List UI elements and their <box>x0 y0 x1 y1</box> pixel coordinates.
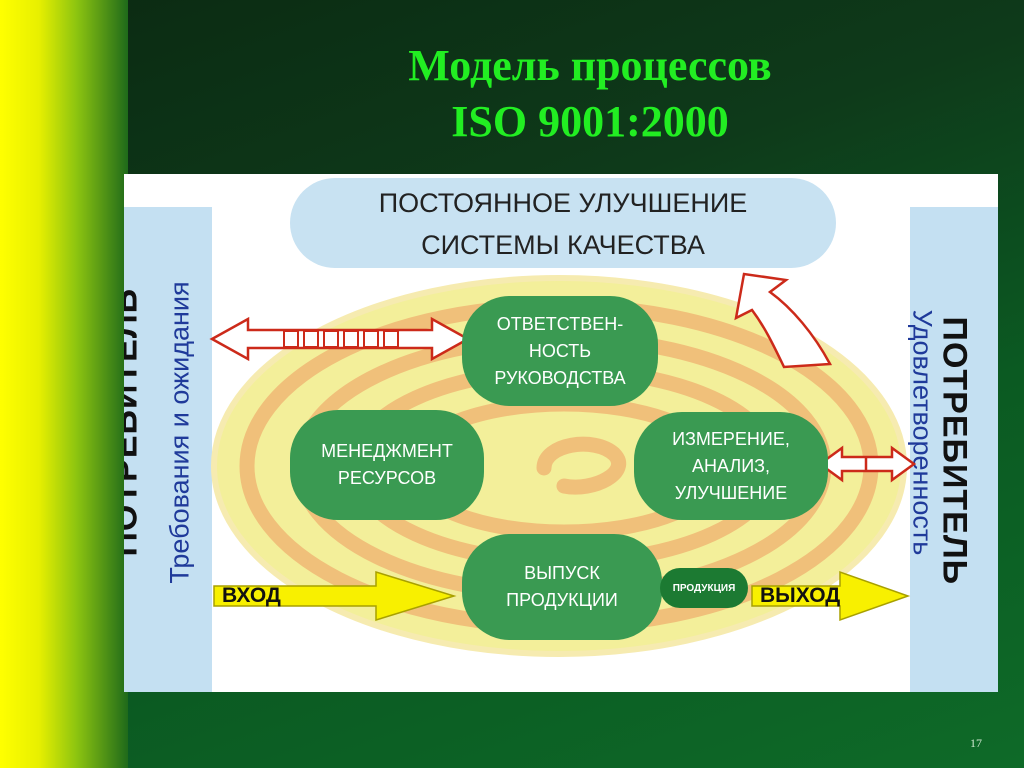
cloud-line-1: ПОСТОЯННОЕ УЛУЧШЕНИЕ <box>378 188 748 218</box>
title-line-1: Модель процессов <box>408 41 772 90</box>
continuous-improvement-cloud <box>290 178 836 268</box>
satisfaction-double-arrow <box>817 445 917 483</box>
continuous-improvement-text: ПОСТОЯННОЕ УЛУЧШЕНИЕ СИСТЕМЫ КАЧЕСТВА <box>290 178 836 266</box>
right-customer-panel: ПОТРЕБИТЕЛЬ Удовлетворенность <box>908 207 998 692</box>
output-arrow <box>751 570 911 622</box>
product-badge: ПРОДУКЦИЯ <box>660 568 748 608</box>
input-label: ВХОД <box>222 584 281 607</box>
slide-number: 17 <box>970 736 982 750</box>
process-resource-management: МЕНЕДЖМЕНТ РЕСУРСОВ <box>290 410 484 520</box>
left-gradient-strip <box>0 0 128 768</box>
process-measurement-analysis: ИЗМЕРЕНИЕ, АНАЛИЗ, УЛУЧШЕНИЕ <box>634 412 828 520</box>
title-line-2: ISO 9001:2000 <box>451 97 729 146</box>
output-label: ВЫХОД <box>760 584 841 607</box>
cloud-line-2: СИСТЕМЫ КАЧЕСТВА <box>421 230 705 260</box>
input-arrow <box>213 570 457 622</box>
iso-process-diagram: ПОТРЕБИТЕЛЬ Требования и ожидания ПОТРЕБ… <box>124 174 998 692</box>
process-management-responsibility: ОТВЕТСТВЕН- НОСТЬ РУКОВОДСТВА <box>462 296 658 406</box>
improvement-arrow <box>734 272 833 369</box>
process-product-realization: ВЫПУСК ПРОДУКЦИИ <box>462 534 662 640</box>
slide-title: Модель процессов ISO 9001:2000 <box>300 38 880 150</box>
left-customer-panel: ПОТРЕБИТЕЛЬ Требования и ожидания <box>124 207 212 692</box>
